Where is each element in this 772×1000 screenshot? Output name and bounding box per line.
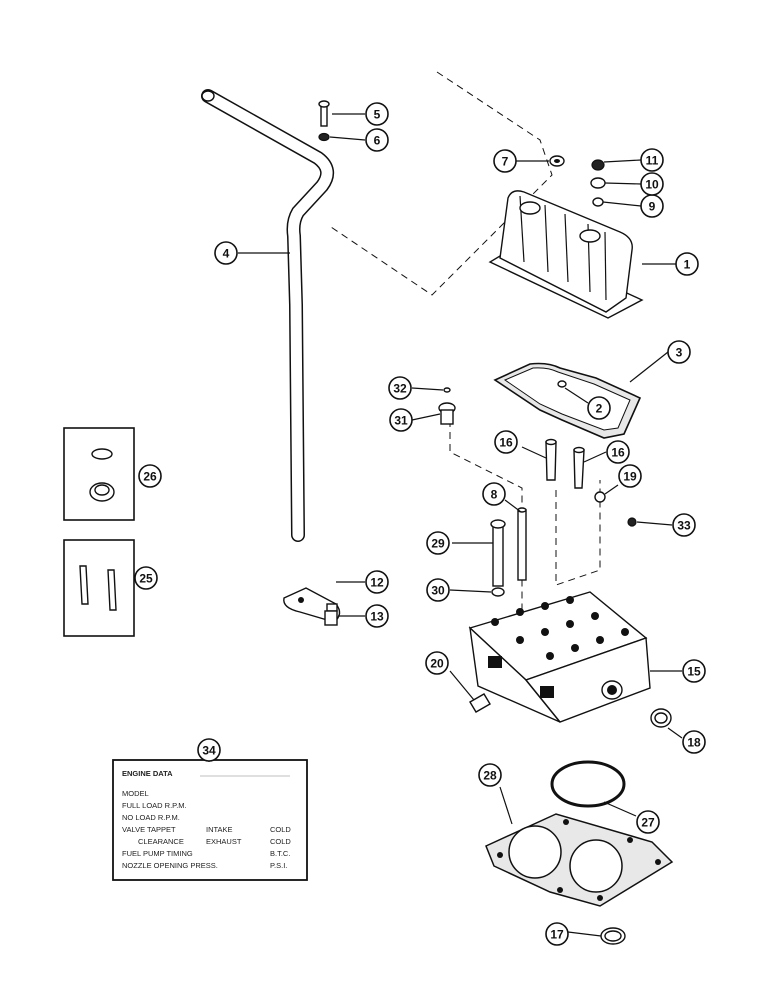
stud-20 (469, 693, 491, 713)
callout-number: 1 (684, 258, 691, 272)
callout-12: 12 (365, 570, 389, 594)
callout-number: 17 (550, 928, 564, 942)
head-studs (490, 507, 527, 597)
callout-18: 18 (682, 730, 706, 754)
callout-number: 27 (641, 816, 655, 830)
callout-30: 30 (426, 578, 450, 602)
callout-number: 18 (687, 736, 701, 750)
callout-13: 13 (365, 604, 389, 628)
callout-number: 12 (370, 576, 384, 590)
plate-row-unit: COLD (270, 825, 291, 834)
valve-cover (488, 190, 644, 319)
plate-row-unit: COLD (270, 837, 291, 846)
callout-number: 16 (611, 446, 625, 460)
cover-hardware (549, 155, 606, 207)
head-gasket (485, 813, 674, 907)
callout-number: 31 (394, 414, 408, 428)
plate-row-unit: B.T.C. (270, 849, 290, 858)
callout-number: 3 (676, 346, 683, 360)
callout-32: 32 (388, 376, 412, 400)
callout-1: 1 (675, 252, 699, 276)
callout-31: 31 (389, 408, 413, 432)
callout-number: 7 (502, 155, 509, 169)
callout-26: 26 (138, 464, 162, 488)
callout-28: 28 (478, 763, 502, 787)
assembly-line-cover (327, 71, 553, 296)
callout-number: 32 (393, 382, 407, 396)
callout-number: 15 (687, 665, 701, 679)
callout-16: 16 (494, 430, 518, 454)
callout-number: 29 (431, 537, 445, 551)
plate-row-value: EXHAUST (206, 837, 242, 846)
callout-15: 15 (682, 659, 706, 683)
callout-number: 33 (677, 519, 691, 533)
callout-number: 5 (374, 108, 381, 122)
callout-19: 19 (618, 464, 642, 488)
plate-row-value: INTAKE (206, 825, 233, 834)
pushrod-tubes (545, 438, 585, 489)
nut-19 (594, 491, 606, 503)
callout-number: 10 (645, 178, 659, 192)
callout-number: 28 (483, 769, 497, 783)
plug-33 (627, 517, 637, 527)
callout-9: 9 (640, 194, 664, 218)
plate-row-label: NO LOAD R.P.M. (122, 813, 180, 822)
plate-row-label: MODEL (122, 789, 149, 798)
callout-number: 19 (623, 470, 637, 484)
callout-4: 4 (214, 241, 238, 265)
o-ring (550, 760, 626, 808)
callout-number: 25 (139, 572, 153, 586)
callout-33: 33 (672, 513, 696, 537)
assembly-line-tube (555, 480, 601, 586)
callout-27: 27 (636, 810, 660, 834)
callout-number: 13 (370, 610, 384, 624)
callout-6: 6 (365, 128, 389, 152)
callout-20: 20 (425, 651, 449, 675)
callout-number: 4 (223, 247, 230, 261)
callout-16: 16 (606, 440, 630, 464)
callout-number: 16 (499, 436, 513, 450)
plate-row-label: FUEL PUMP TIMING (122, 849, 193, 858)
screw-and-washer (318, 100, 330, 142)
callout-number: 9 (649, 200, 656, 214)
callout-number: 11 (646, 154, 659, 168)
callout-5: 5 (365, 102, 389, 126)
breather-fitting (438, 387, 456, 425)
callout-17: 17 (545, 922, 569, 946)
callout-3: 3 (667, 340, 691, 364)
inset-26 (63, 427, 135, 521)
tube-flange (283, 587, 341, 626)
engine-data-plate: ENGINE DATA MODEL FULL LOAD R.P.M. NO LOAD… (112, 759, 308, 881)
callout-number: 34 (202, 744, 216, 758)
cylinder-head (468, 591, 651, 723)
callout-number: 26 (143, 470, 157, 484)
callout-number: 30 (431, 584, 445, 598)
callout-8: 8 (482, 482, 506, 506)
callout-7: 7 (493, 149, 517, 173)
plate-title: ENGINE DATA (122, 769, 173, 778)
valve-seat-ring (600, 927, 626, 945)
leader-lines (208, 113, 683, 937)
plate-row-label: NOZZLE OPENING PRESS. (122, 861, 218, 870)
callout-34: 34 (197, 738, 221, 762)
callout-2: 2 (587, 396, 611, 420)
callout-number: 6 (374, 134, 381, 148)
callout-25: 25 (134, 566, 158, 590)
callout-29: 29 (426, 531, 450, 555)
breather-tube (201, 89, 335, 542)
valve-cover-gasket (493, 362, 642, 439)
callout-number: 2 (596, 402, 603, 416)
plate-row-label: FULL LOAD R.P.M. (122, 801, 187, 810)
callout-11: 11 (640, 148, 664, 172)
plate-row-label: CLEARANCE (138, 837, 184, 846)
plate-row-label: VALVE TAPPET (122, 825, 176, 834)
plate-row-unit: P.S.I. (270, 861, 287, 870)
callout-10: 10 (640, 172, 664, 196)
expansion-plug (650, 708, 672, 728)
inset-25 (63, 539, 135, 637)
callout-number: 20 (430, 657, 444, 671)
callout-number: 8 (491, 488, 498, 502)
